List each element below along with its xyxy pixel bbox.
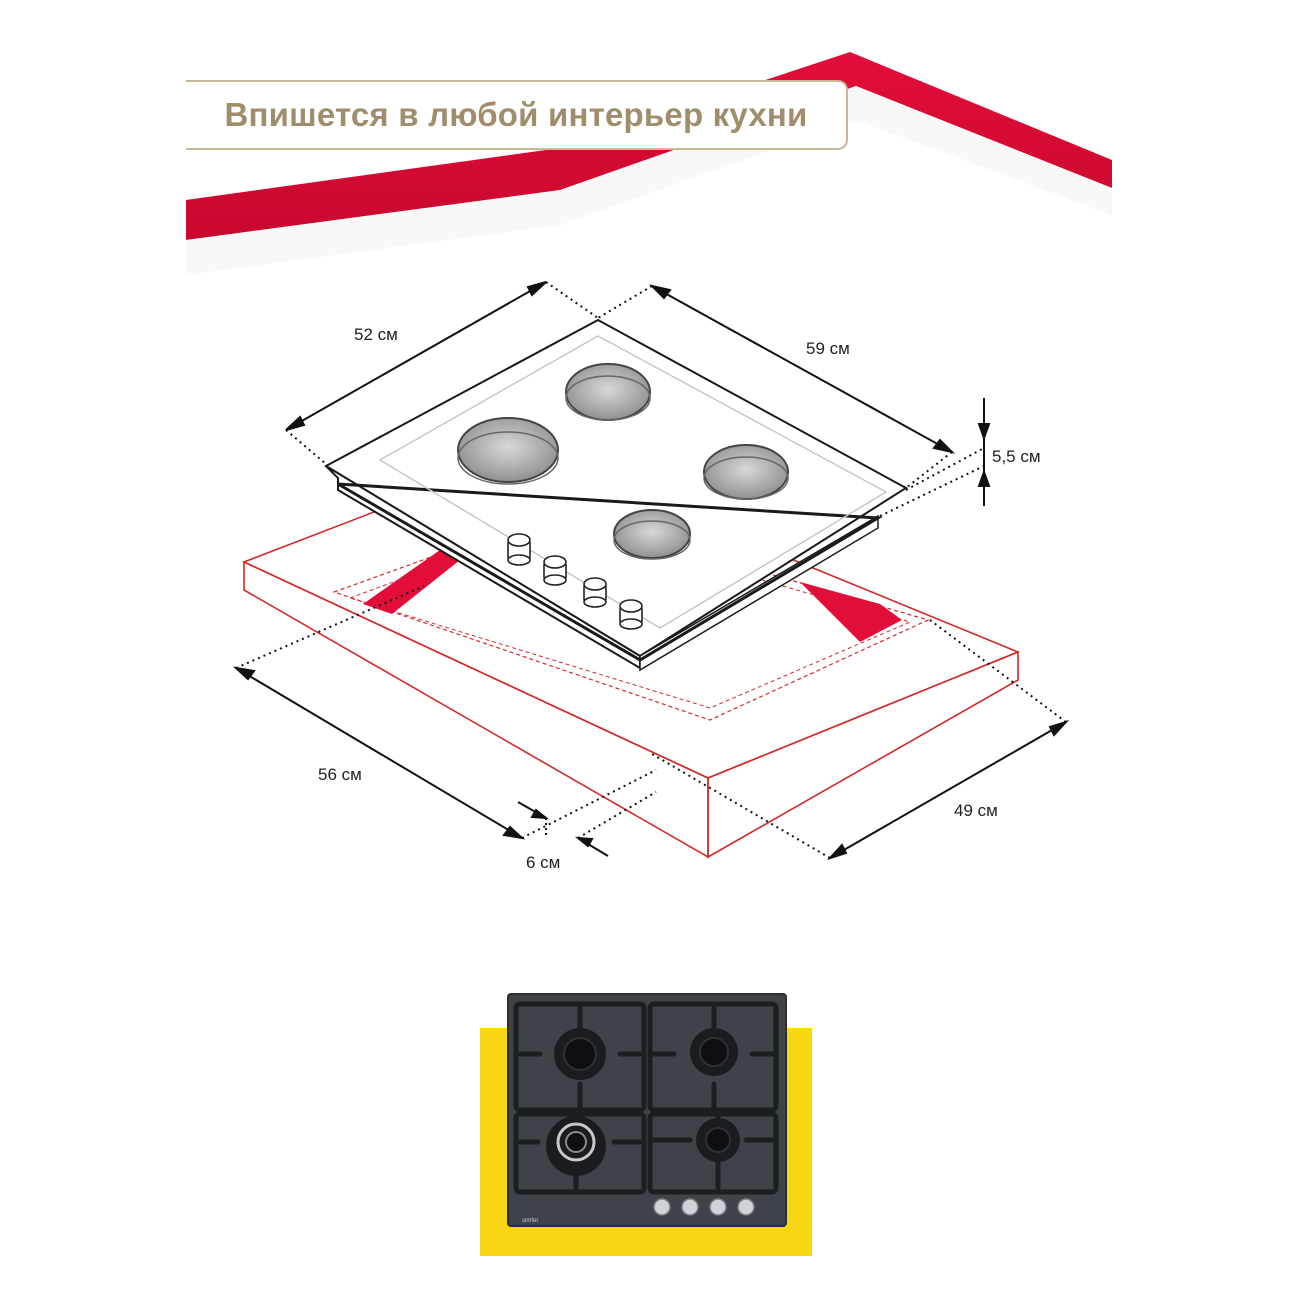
dim-label-depth: 52 см: [354, 325, 398, 344]
burner-front: [613, 509, 691, 560]
knob-3: [583, 577, 607, 608]
title-banner: Впишется в любой интерьер кухни: [186, 80, 848, 150]
burner-back: [565, 363, 651, 421]
dimension-lines: [232, 281, 1070, 861]
burner-right: [703, 444, 789, 500]
photo-knobs: [653, 1198, 755, 1216]
control-knobs: [507, 533, 643, 630]
knob-2: [543, 555, 567, 586]
page-title: Впишется в любой интерьер кухни: [224, 96, 808, 133]
dim-label-cutout-depth: 49 см: [954, 801, 998, 820]
brand-logo: simfer: [522, 1218, 538, 1224]
dim-label-cutout-width: 56 см: [318, 765, 362, 784]
hob-illustration: [323, 318, 908, 672]
dim-label-offset: 6 см: [526, 853, 560, 872]
gas-burner-br: [696, 1118, 740, 1162]
dim-label-height: 5,5 см: [992, 447, 1041, 466]
burner-left: [457, 417, 559, 485]
gas-burner-bl-wok: [546, 1116, 606, 1176]
pan-supports: [513, 1001, 779, 1195]
knob-4: [619, 599, 643, 630]
dim-label-width: 59 см: [806, 339, 850, 358]
product-photo: simfer: [480, 993, 812, 1256]
gas-burner-tl: [554, 1028, 606, 1080]
knob-1: [507, 533, 531, 566]
gas-burner-tr: [690, 1028, 738, 1076]
